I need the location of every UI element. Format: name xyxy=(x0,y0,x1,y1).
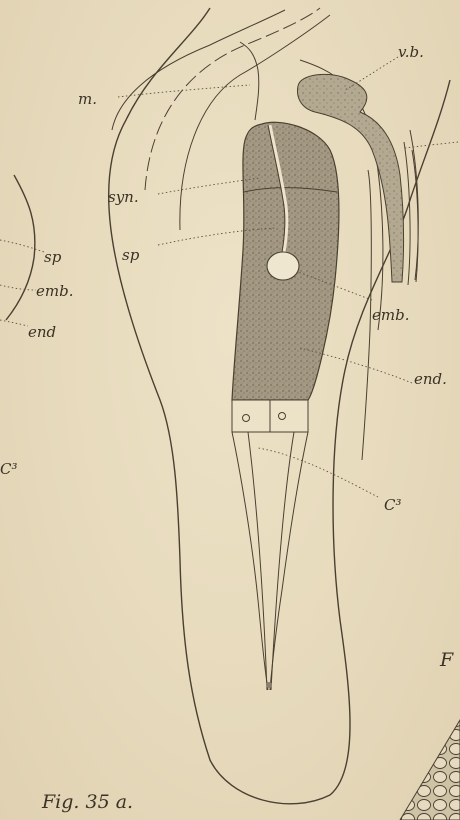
label-c3-center: C³ xyxy=(384,496,402,514)
label-sp-left: sp xyxy=(44,248,62,266)
leader-vb xyxy=(345,57,398,90)
side-chamber xyxy=(362,170,371,460)
label-syn: syn. xyxy=(108,188,139,206)
cellular-tissue xyxy=(400,720,460,820)
left-figure-outline xyxy=(6,175,35,320)
leader-emb-left xyxy=(0,285,36,290)
vascular-strand-inner xyxy=(412,150,418,282)
cell-c3-right xyxy=(270,400,308,432)
suspensor xyxy=(232,432,308,690)
cell-c3-left xyxy=(232,400,270,432)
suspensor-tip xyxy=(266,682,272,688)
integument-line-1 xyxy=(112,10,285,130)
leader-c3-center xyxy=(258,448,378,497)
label-m: m. xyxy=(78,90,97,108)
figure-caption: Fig. 35 a. xyxy=(41,791,133,813)
label-emb-left: emb. xyxy=(36,282,73,300)
leader-sp-left xyxy=(0,240,44,252)
leader-end-left xyxy=(0,320,28,326)
embryo-cell xyxy=(267,252,299,280)
partial-caption-right: F xyxy=(439,649,454,671)
label-vb: v.b. xyxy=(398,43,424,61)
leader-m xyxy=(118,85,250,97)
label-c3-left: C³ xyxy=(0,460,18,478)
micropyle-tip xyxy=(240,42,259,120)
label-emb-center: emb. xyxy=(372,306,409,324)
label-end-left: end xyxy=(28,323,56,341)
label-end-center: end. xyxy=(414,370,447,388)
label-sp-center: sp xyxy=(122,246,140,264)
